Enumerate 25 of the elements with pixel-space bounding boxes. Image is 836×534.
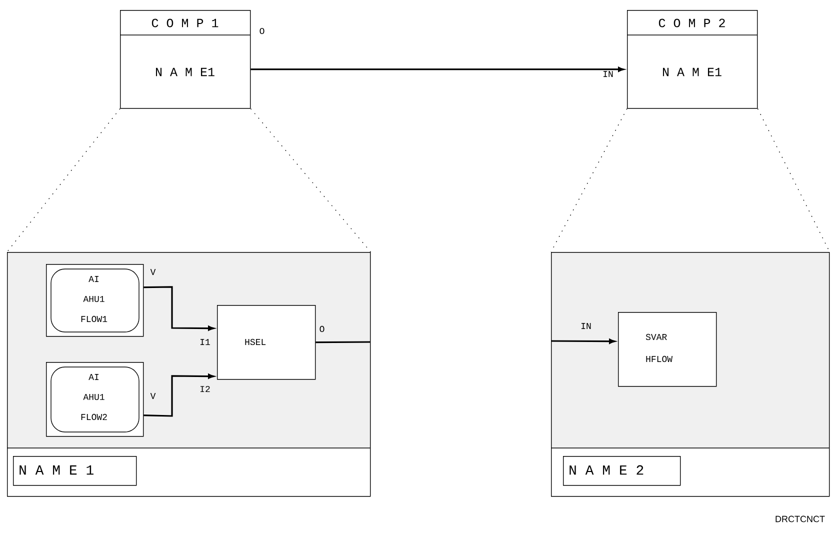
port-label: O	[320, 326, 324, 332]
input-block: AI AHU1 FLOW1	[46, 264, 144, 337]
function-block: SVAR HFLOW	[618, 312, 717, 387]
port-label: IN	[604, 71, 613, 77]
port-label: V	[150, 269, 156, 275]
footer-code: DRCTCNCT	[776, 516, 825, 522]
projection-line	[250, 108, 372, 252]
port-label: I2	[200, 386, 210, 392]
arrow	[144, 286, 214, 331]
projection-line	[550, 108, 628, 252]
name-box: N A M E 2	[563, 456, 681, 486]
component-box: C O M P 2 N A M E1	[626, 10, 758, 109]
connector-line	[316, 341, 370, 344]
arrow	[250, 66, 624, 72]
name-box: N A M E 1	[13, 456, 137, 486]
port-label: V	[150, 393, 156, 399]
arrow	[144, 374, 214, 417]
function-block: HSEL	[217, 304, 316, 380]
component-box: C O M P 1 N A M E1	[120, 10, 251, 109]
port-label: IN	[582, 323, 591, 329]
input-block: AI AHU1 FLOW2	[46, 362, 144, 437]
arrow	[551, 338, 616, 344]
port-label: O	[260, 28, 264, 34]
projection-line	[6, 108, 120, 252]
port-label: I1	[200, 339, 210, 345]
